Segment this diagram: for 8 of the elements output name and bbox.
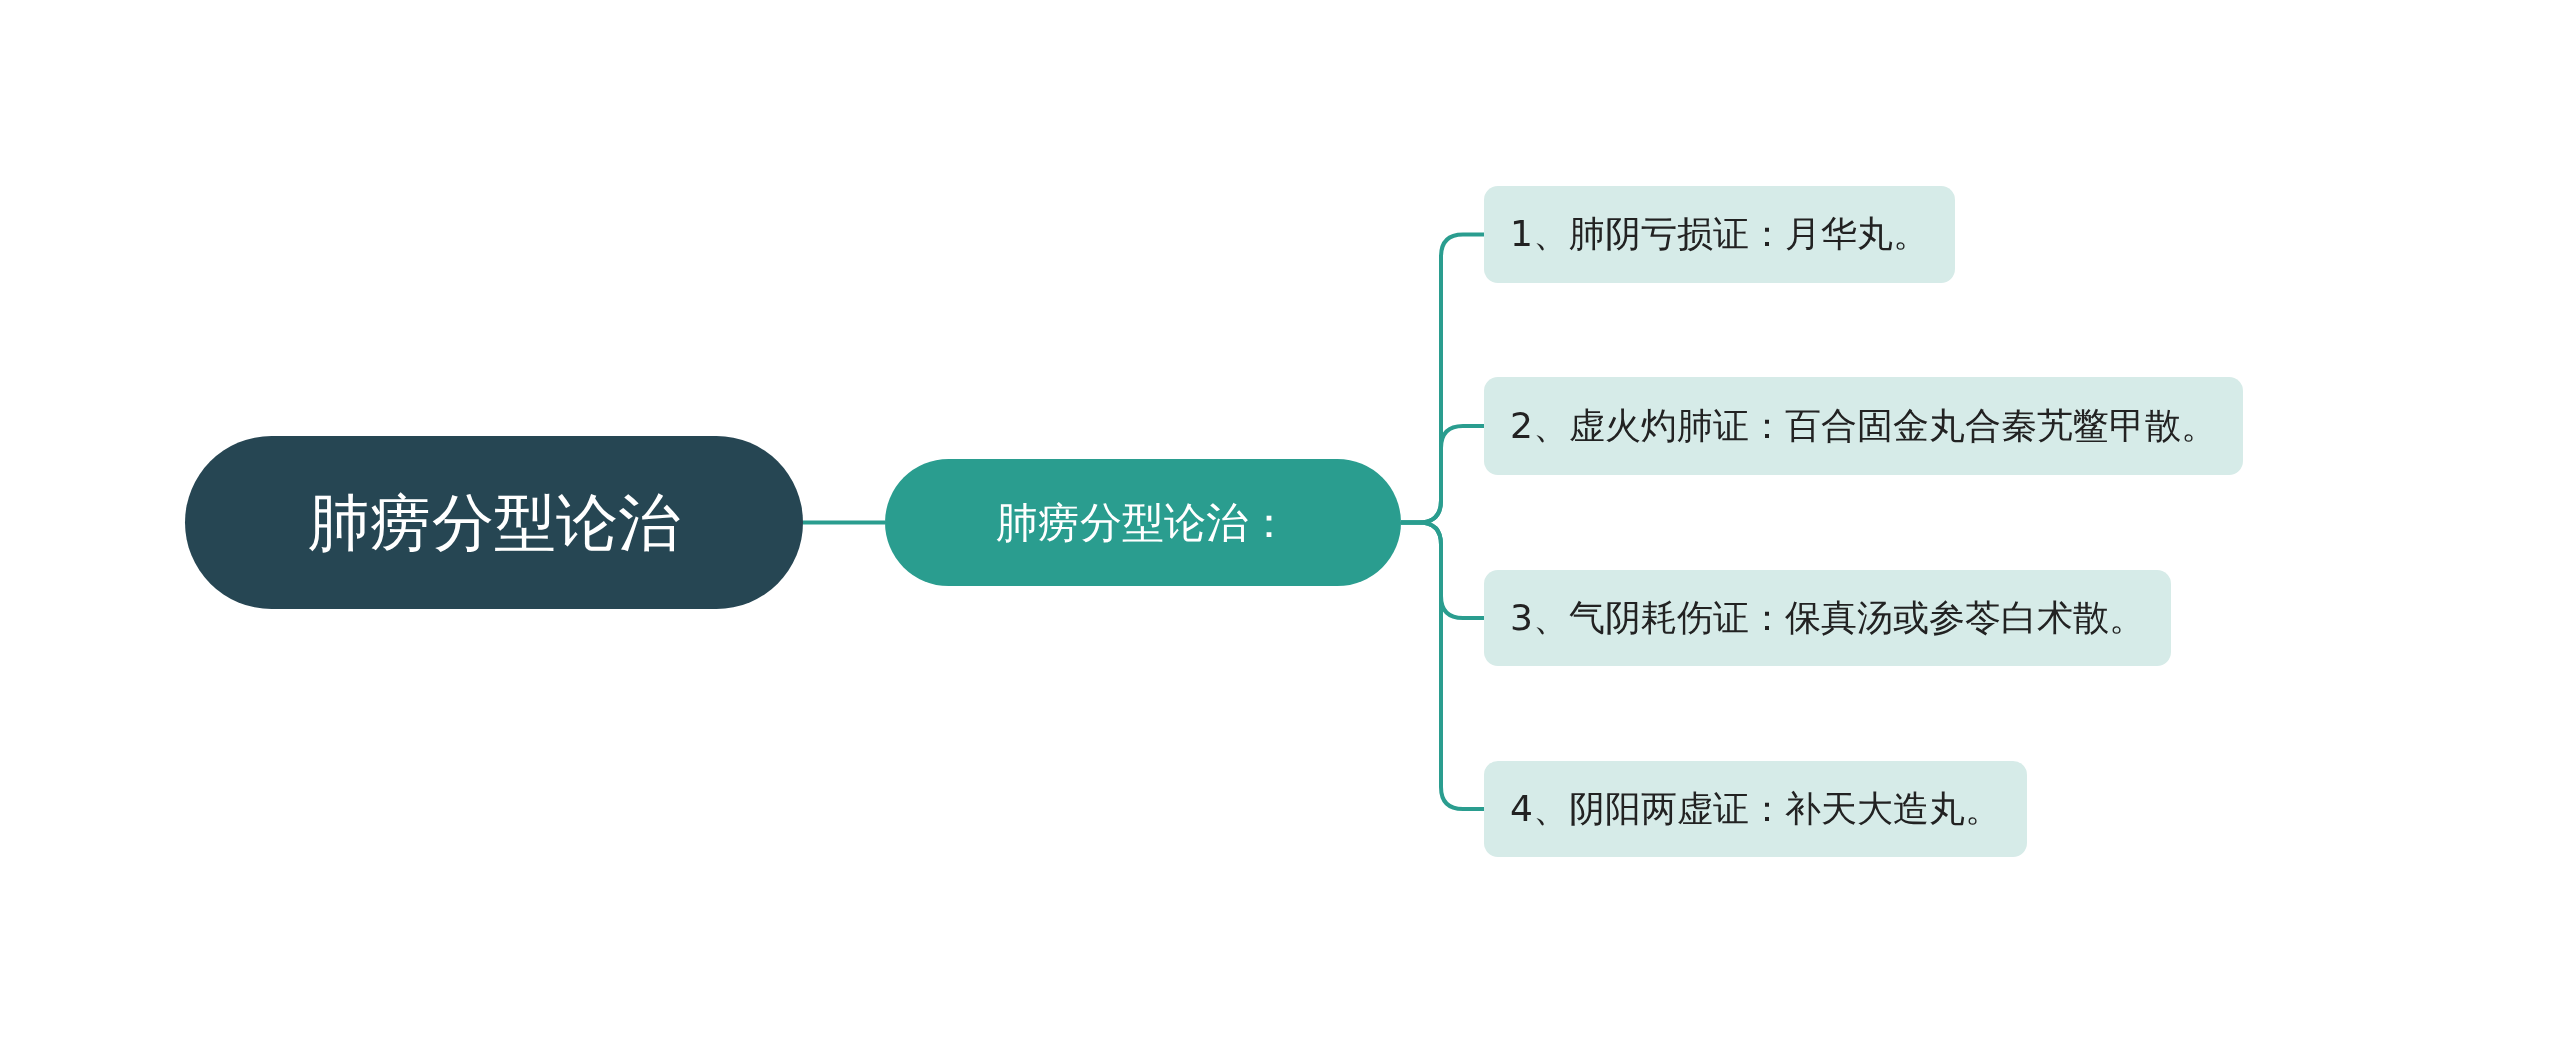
subtopic-box: 4、阴阳两虚证：补天大造丸。 [1484,761,2027,857]
connector-line [1401,520,1484,811]
subtopic-box: 1、肺阴亏损证：月华丸。 [1484,186,1955,283]
connector-line [803,520,885,525]
subtopic-box: 3、气阴耗伤证：保真汤或参苓白术散。 [1484,570,2171,666]
topic-box: 肺痨分型论治： [885,459,1401,586]
subtopic-box: 2、虚火灼肺证：百合固金丸合秦艽鳖甲散。 [1484,377,2243,475]
root-topic-box: 肺痨分型论治 [185,436,803,609]
